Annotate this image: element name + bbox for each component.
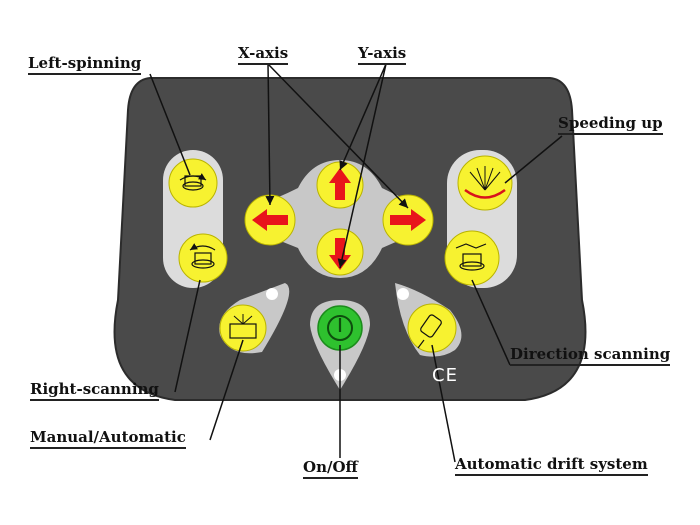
label-manual-automatic: Manual/Automatic	[30, 428, 186, 449]
scan-icon	[455, 243, 487, 271]
drift-probe-icon	[417, 314, 442, 349]
label-right-scanning: Right-scanning	[30, 380, 159, 401]
label-on-off: On/Off	[303, 458, 358, 479]
arrow-left-icon	[252, 209, 288, 231]
rotate-left-icon	[179, 173, 207, 191]
x-axis-right-button[interactable]	[382, 194, 434, 246]
label-direction-scanning: Direction scanning	[510, 345, 671, 366]
label-x-axis: X-axis	[238, 44, 289, 65]
rotate-right-icon	[189, 243, 216, 269]
label-y-axis: Y-axis	[358, 44, 407, 65]
label-speeding-up: Speeding up	[558, 114, 663, 135]
arrow-pad	[248, 160, 430, 278]
ce-mark: CE	[432, 365, 458, 386]
left-spinning-button[interactable]	[168, 158, 218, 208]
direction-scanning-button[interactable]	[444, 230, 500, 286]
y-axis-down-button[interactable]	[316, 228, 364, 276]
arrow-right-icon	[390, 209, 426, 231]
label-automatic-drift-system: Automatic drift system	[455, 455, 648, 476]
x-axis-left-button[interactable]	[244, 194, 296, 246]
right-scanning-button[interactable]	[178, 233, 228, 283]
arrow-up-icon	[329, 168, 351, 200]
y-axis-up-button[interactable]	[316, 161, 364, 209]
speeding-up-button[interactable]	[457, 155, 513, 211]
speed-fan-icon	[464, 166, 506, 199]
manual-automatic-button[interactable]	[219, 283, 290, 354]
laser-manual-icon	[229, 314, 257, 339]
automatic-drift-button[interactable]	[395, 283, 462, 357]
callout-lines	[149, 63, 563, 463]
label-left-spinning: Left-spinning	[28, 54, 142, 75]
power-icon	[327, 315, 353, 341]
